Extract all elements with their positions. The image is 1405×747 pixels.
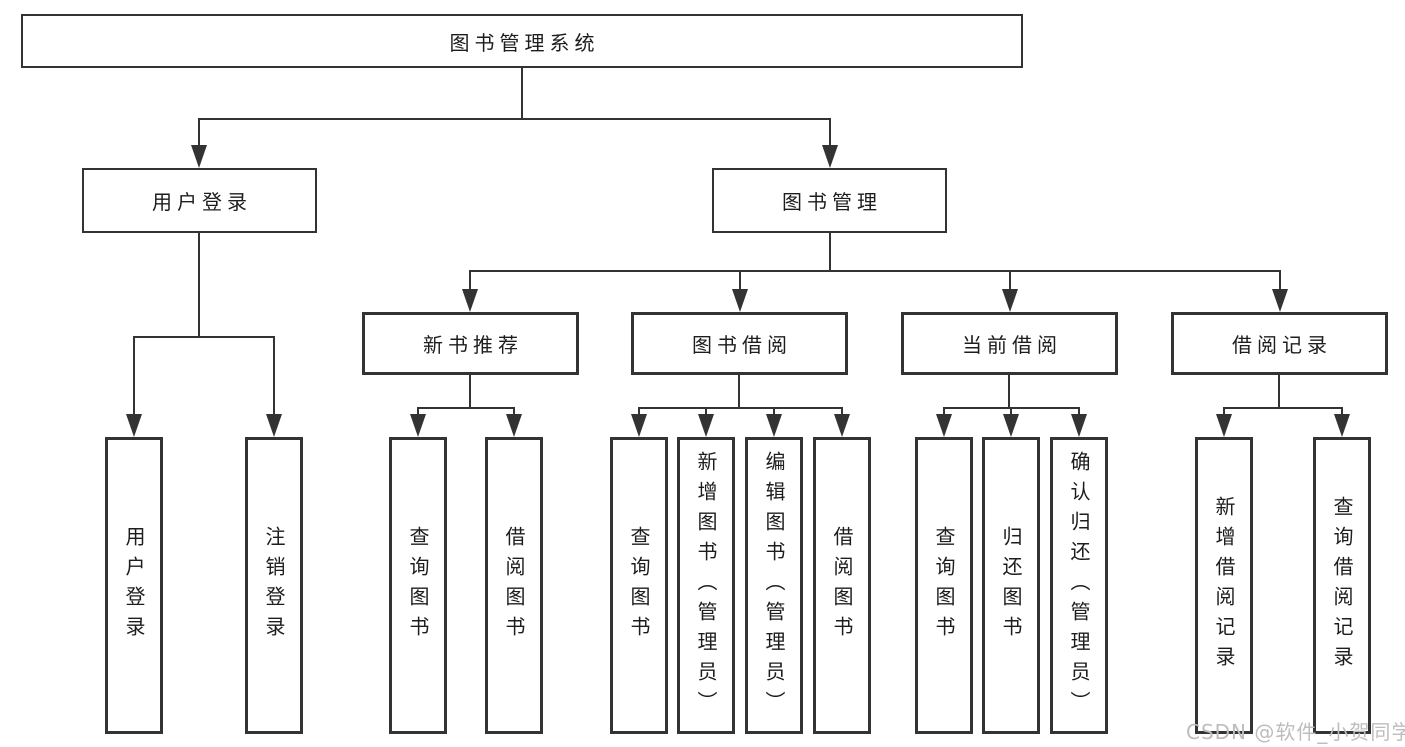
leaf-user-login: 用户登录 — [105, 437, 163, 734]
connector-line — [469, 375, 471, 408]
connector-arrow — [1272, 270, 1288, 312]
connector-line — [1223, 407, 1343, 409]
connector-arrow — [822, 118, 838, 168]
connector-arrow — [1216, 407, 1232, 437]
leaf-confirm-return-admin: 确认归还（管理员） — [1050, 437, 1108, 734]
connector-arrow — [698, 407, 714, 437]
connector-line — [469, 270, 1281, 272]
leaf-logout: 注销登录 — [245, 437, 303, 734]
leaf-borrow-books-recommend: 借阅图书 — [485, 437, 543, 734]
connector-line — [1278, 375, 1280, 408]
node-new-book-recommend: 新书推荐 — [362, 312, 579, 375]
connector-line — [198, 118, 831, 120]
node-current-borrow: 当前借阅 — [901, 312, 1118, 375]
connector-arrow — [1334, 407, 1350, 437]
leaf-borrow-books: 借阅图书 — [813, 437, 871, 734]
node-borrow-records-label: 借阅记录 — [1232, 333, 1332, 357]
leaf-query-books-borrow-label: 查询图书 — [627, 525, 651, 646]
node-root-label: 图书管理系统 — [449, 30, 600, 55]
leaf-query-books-recommend: 查询图书 — [389, 437, 447, 734]
connector-arrow — [732, 270, 748, 312]
csdn-watermark: CSDN @软件_小贺同学 — [1186, 720, 1405, 744]
leaf-add-borrow-record-label: 新增借阅记录 — [1212, 495, 1236, 676]
connector-arrow — [1002, 270, 1018, 312]
leaf-query-borrow-record-label: 查询借阅记录 — [1330, 495, 1354, 676]
leaf-confirm-return-admin-label: 确认归还（管理员） — [1067, 450, 1091, 721]
connector-line — [638, 407, 843, 409]
connector-arrow — [191, 118, 207, 168]
node-book-borrow-label: 图书借阅 — [692, 333, 792, 357]
leaf-add-book-admin: 新增图书（管理员） — [677, 437, 735, 734]
connector-line — [198, 233, 200, 337]
leaf-query-borrow-record: 查询借阅记录 — [1313, 437, 1371, 734]
node-root: 图书管理系统 — [21, 14, 1023, 68]
node-book-borrow: 图书借阅 — [631, 312, 848, 375]
leaf-query-books-borrow: 查询图书 — [610, 437, 668, 734]
connector-arrow — [506, 407, 522, 437]
node-user-login-label: 用户登录 — [152, 190, 252, 214]
connector-arrow — [266, 336, 282, 437]
node-book-management: 图书管理 — [712, 168, 947, 233]
connector-arrow — [936, 407, 952, 437]
leaf-query-books-recommend-label: 查询图书 — [406, 525, 430, 646]
node-user-login: 用户登录 — [82, 168, 317, 233]
leaf-borrow-books-label: 借阅图书 — [830, 525, 854, 646]
leaf-add-book-admin-label: 新增图书（管理员） — [694, 450, 718, 721]
node-current-borrow-label: 当前借阅 — [962, 333, 1062, 357]
leaf-return-book: 归还图书 — [982, 437, 1040, 734]
node-new-book-recommend-label: 新书推荐 — [423, 333, 523, 357]
connector-arrow — [834, 407, 850, 437]
connector-line — [133, 336, 275, 338]
leaf-query-books-current-label: 查询图书 — [932, 525, 956, 646]
leaf-edit-book-admin: 编辑图书（管理员） — [745, 437, 803, 734]
connector-arrow — [410, 407, 426, 437]
connector-arrow — [766, 407, 782, 437]
connector-line — [417, 407, 515, 409]
connector-line — [521, 68, 523, 119]
leaf-logout-label: 注销登录 — [262, 525, 286, 646]
leaf-borrow-books-recommend-label: 借阅图书 — [502, 525, 526, 646]
connector-line — [738, 375, 740, 408]
leaf-query-books-current: 查询图书 — [915, 437, 973, 734]
connector-arrow — [126, 336, 142, 437]
connector-line — [1008, 375, 1010, 408]
node-book-management-label: 图书管理 — [782, 190, 882, 214]
leaf-edit-book-admin-label: 编辑图书（管理员） — [762, 450, 786, 721]
connector-arrow — [1071, 407, 1087, 437]
leaf-add-borrow-record: 新增借阅记录 — [1195, 437, 1253, 734]
leaf-user-login-label: 用户登录 — [122, 525, 146, 646]
leaf-return-book-label: 归还图书 — [999, 525, 1023, 646]
connector-arrow — [631, 407, 647, 437]
node-borrow-records: 借阅记录 — [1171, 312, 1388, 375]
connector-arrow — [462, 270, 478, 312]
connector-arrow — [1003, 407, 1019, 437]
connector-line — [829, 233, 831, 271]
